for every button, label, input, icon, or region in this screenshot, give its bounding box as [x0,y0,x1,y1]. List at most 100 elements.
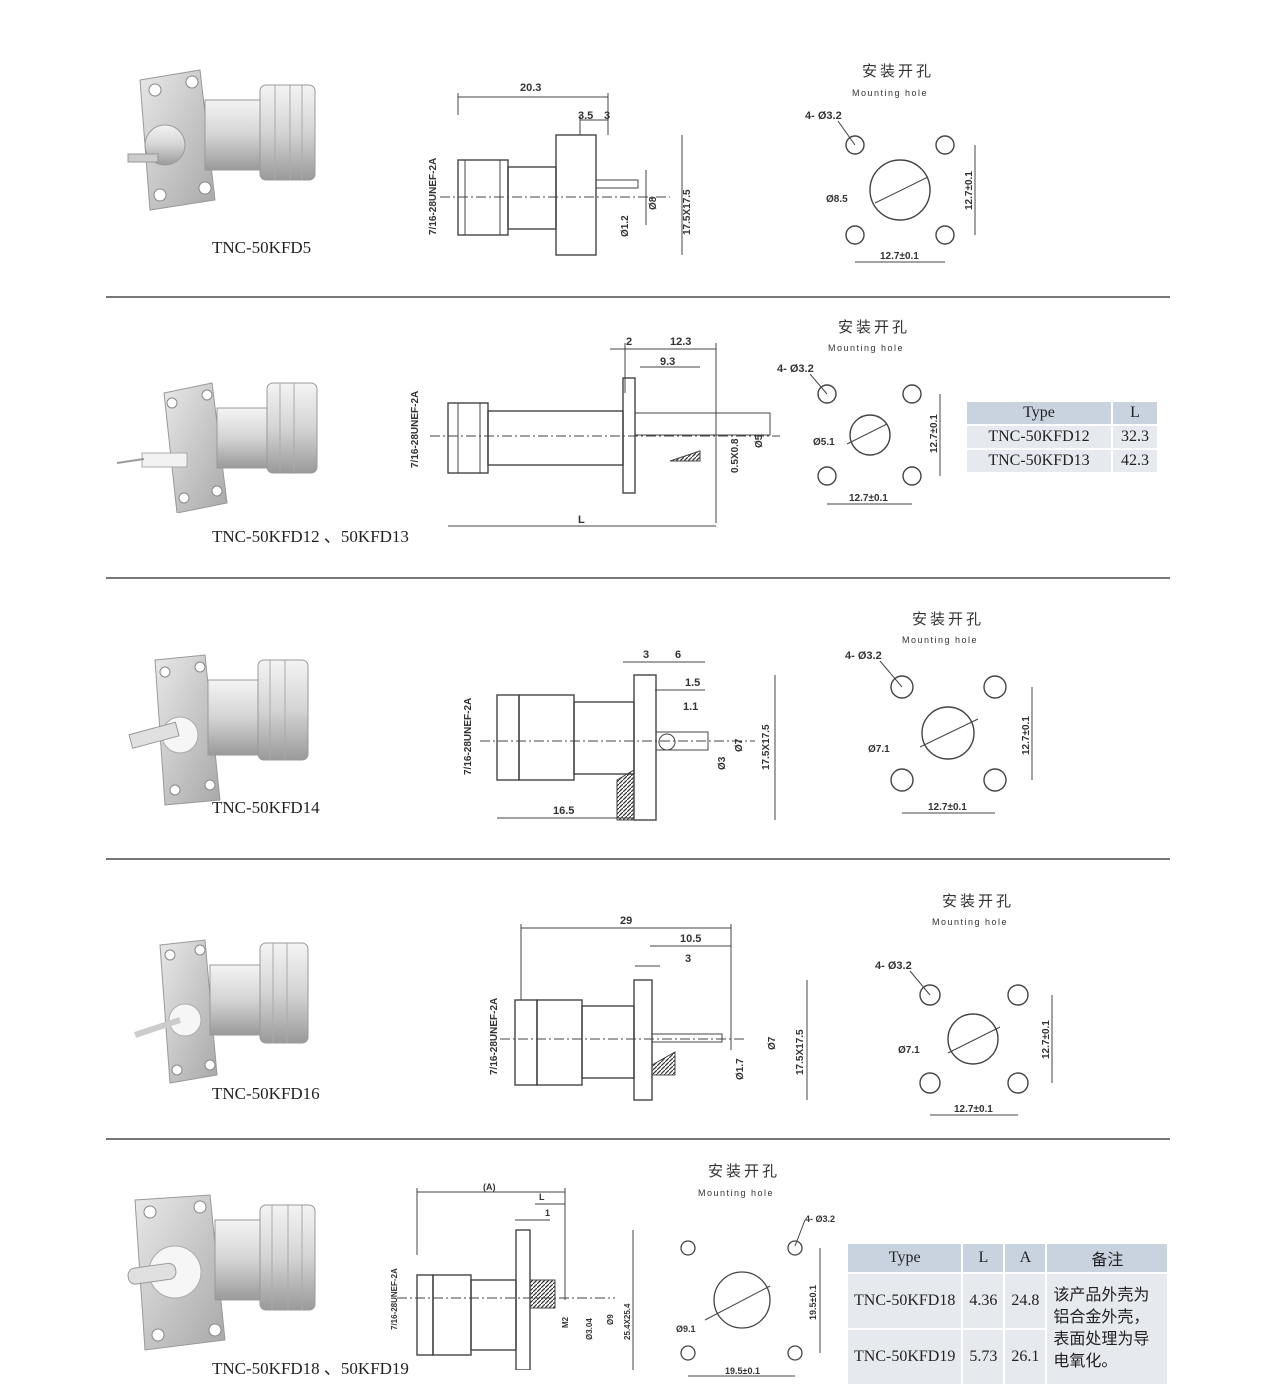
model-caption: TNC-50KFD16 [212,1084,320,1103]
note-cell: 该产品外壳为铝合金外壳，表面处理为导电氧化。 [1047,1274,1168,1384]
spacing-x: 12.7±0.1 [954,1104,993,1115]
section-divider [106,1138,1170,1140]
connector-photo [127,69,316,211]
dim-flange: 25.4X25.4 [623,1303,632,1340]
dim-pin: Ø1.2 [620,215,631,237]
dim-thread-pitch: 0.5X0.8 [730,438,741,473]
dim-pin: Ø1.7 [735,1058,746,1080]
hole-label: 4- Ø3.2 [805,110,842,122]
col-type: Type [967,402,1111,424]
col-A: A [1005,1244,1046,1272]
mounting-title-cn: 安装开孔 [862,63,935,80]
dim-pin: Ø3 [717,756,728,770]
section-tnc-50kfd16: TNC-50KFD16 29 10.5 3 7/16-28UNEF-2A Ø1.… [0,860,1276,1140]
col-L: L [963,1244,1004,1272]
dim-c: 1.5 [685,677,700,689]
dim-length: 20.3 [520,82,541,94]
table-row: TNC-50KFD18 4.36 24.8 该产品外壳为铝合金外壳，表面处理为导… [848,1274,1168,1384]
model-caption: TNC-50KFD12 、50KFD13 [212,527,409,546]
dim-b: 3 [685,953,691,965]
mounting-title-en: Mounting hole [828,343,905,353]
dim-thread: 7/16-28UNEF-2A [428,158,439,235]
dim-A: (A) [483,1182,496,1192]
spacing-y: 12.7±0.1 [929,414,940,453]
mounting-title-en: Mounting hole [698,1188,775,1198]
dim-flange: 17.5X17.5 [795,1029,806,1075]
dim-flange-b: 3 [604,110,610,122]
mounting-title-en: Mounting hole [852,88,929,98]
side-view-drawing: 3 6 1.5 1.1 7/16-28UNEF-2A Ø7 Ø3 17.5X17… [463,649,776,821]
spacing-y: 19.5±0.1 [808,1285,818,1320]
dim-a: 3 [643,649,649,661]
hole-label: 4- Ø3.2 [875,960,912,972]
connector-photo [127,1194,316,1351]
spec-table: Type L A 备注 TNC-50KFD18 4.36 24.8 该产品外壳为… [846,1242,1169,1386]
hole-label: 4- Ø3.2 [777,363,814,375]
mounting-hole-drawing: 4- Ø3.2 Ø5.1 12.7±0.1 12.7±0.1 [777,363,941,505]
dim-flange-a: 3.5 [578,110,593,122]
col-note: 备注 [1047,1244,1168,1272]
dim-304: Ø3.04 [585,1318,594,1340]
section-divider [106,577,1170,579]
section-tnc-50kfd5: TNC-50KFD5 20.3 3.5 3 7/16-28UNEF-2A Ø1.… [0,0,1276,298]
dim-c: 9.3 [660,356,675,368]
mounting-hole-drawing: 4- Ø3.2 Ø9.1 19.5±0.1 19.5±0.1 [676,1214,835,1377]
dim-9: Ø9 [606,1314,615,1325]
dim-flange: 17.5X17.5 [761,724,772,770]
side-view-drawing: 2 12.3 9.3 7/16-28UNEF-2A Ø5 0.5X0.8 L [410,336,780,527]
hole-diameter: Ø7.1 [898,1045,920,1056]
spacing-y: 12.7±0.1 [964,171,975,210]
model-caption: TNC-50KFD14 [212,798,320,817]
dim-L: L [578,514,585,526]
connector-illustration [116,382,318,513]
mounting-hole-drawing: 4- Ø3.2 Ø7.1 12.7±0.1 12.7±0.1 [875,960,1053,1116]
mounting-title-cn: 安装开孔 [942,893,1015,910]
connector-illustration [127,1194,316,1351]
spacing-x: 12.7±0.1 [849,493,888,504]
section-tnc-50kfd14: TNC-50KFD14 3 6 1.5 1.1 7/16-28UNEF-2A Ø… [0,580,1276,860]
dim-thread: 7/16-28UNEF-2A [390,1268,399,1330]
dim-1: 1 [545,1208,550,1218]
connector-illustration [128,654,309,806]
col-type: Type [848,1244,962,1272]
connector-photo [116,382,318,513]
mounting-title-cn: 安装开孔 [708,1163,781,1180]
spacing-x: 19.5±0.1 [725,1366,760,1376]
col-L: L [1113,402,1157,424]
table-row: TNC-50KFD19 5.73 26.1 [848,1330,1167,1384]
mounting-title-en: Mounting hole [902,635,979,645]
dim-thread: 7/16-28UNEF-2A [410,391,421,468]
section-divider [106,858,1170,860]
dim-d: 1.1 [683,701,698,713]
dim-pin: Ø5 [754,434,765,448]
dim-body: Ø7 [767,1036,778,1050]
spacing-y: 12.7±0.1 [1021,716,1032,755]
hole-label: 4- Ø3.2 [845,650,882,662]
side-view-drawing: 20.3 3.5 3 7/16-28UNEF-2A Ø1.2 Ø8 17.5X1… [428,82,693,256]
model-caption: TNC-50KFD18 、50KFD19 [212,1359,409,1378]
dim-length: 16.5 [553,805,574,817]
connector-photo [134,939,309,1084]
dim-a: 2 [626,336,632,348]
side-view-drawing: 29 10.5 3 7/16-28UNEF-2A Ø1.7 Ø7 17.5X17… [489,915,808,1101]
hole-diameter: Ø9.1 [676,1324,696,1334]
spacing-x: 12.7±0.1 [880,251,919,262]
mounting-hole-drawing: 4- Ø3.2 Ø8.5 12.7±0.1 12.7±0.1 [805,110,976,263]
model-caption: TNC-50KFD5 [212,238,312,257]
hole-diameter: Ø5.1 [813,437,835,448]
section-tnc-50kfd18: TNC-50KFD18 、50KFD19 (A) L 1 7/16-28UNEF… [0,1140,1276,1386]
dim-b: 6 [675,649,681,661]
spacing-x: 12.7±0.1 [928,802,967,813]
dim-length: 29 [620,915,632,927]
table-header-row: Type L A 备注 [848,1244,1168,1272]
mounting-title-en: Mounting hole [932,917,1009,927]
dim-m2: M2 [561,1316,570,1328]
hole-label: 4- Ø3.2 [805,1214,835,1224]
connector-illustration [127,69,316,211]
mounting-hole-drawing: 4- Ø3.2 Ø7.1 12.7±0.1 12.7±0.1 [845,650,1033,814]
mounting-title-cn: 安装开孔 [838,319,911,336]
